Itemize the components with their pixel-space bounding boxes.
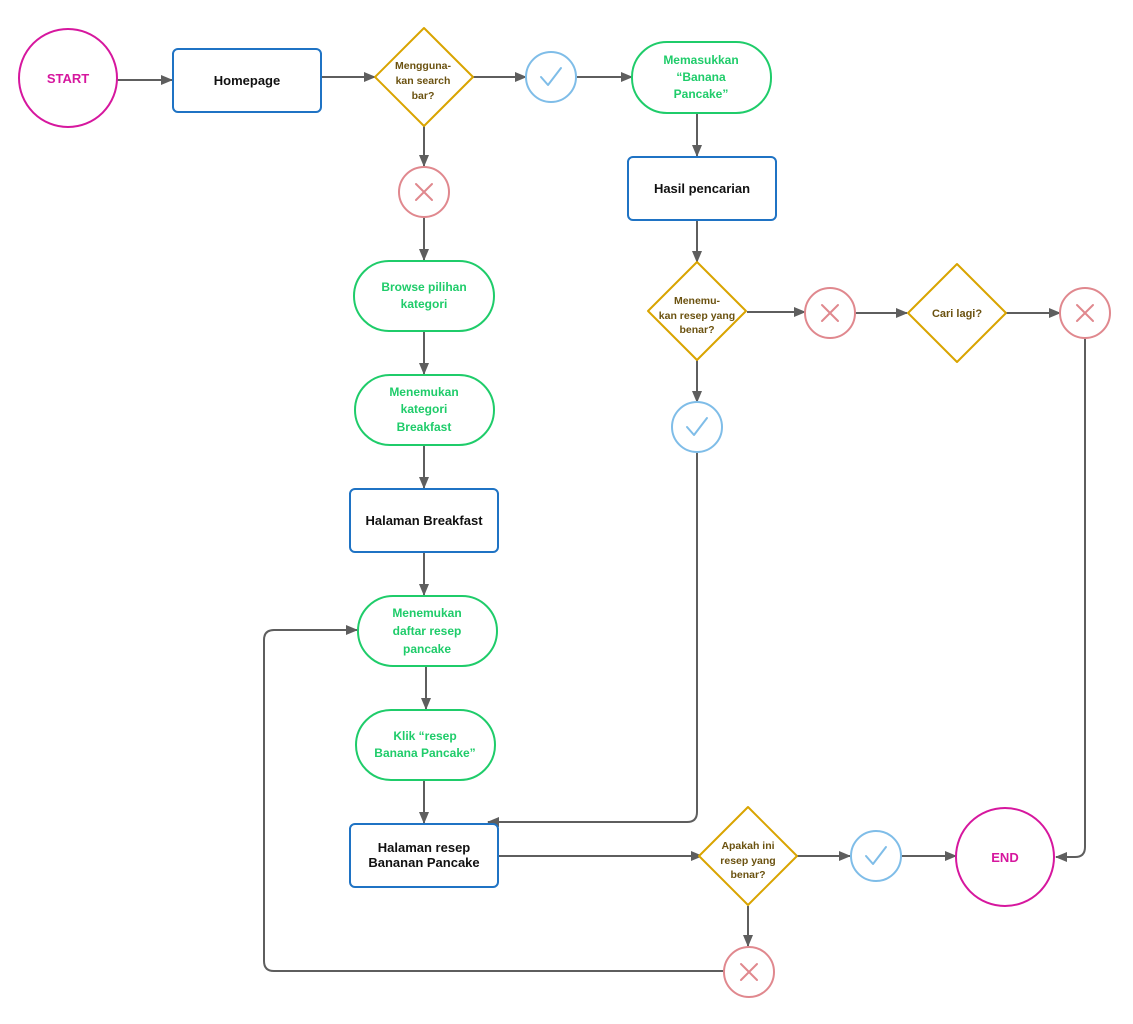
search-results-box: Hasil pencarian	[627, 156, 777, 221]
recipe-page-box: Halaman resep Bananan Pancake	[349, 823, 499, 888]
cross-icon	[398, 166, 450, 218]
connectors	[117, 72, 1086, 972]
browse-category-label-line-2: kategori	[401, 297, 448, 311]
use-search-label-line-1: Mengguna-	[395, 60, 451, 72]
correct-recipe-label-line-1: Apakah ini	[721, 840, 774, 852]
homepage-box: Homepage	[172, 48, 322, 113]
enter-query-label-line-3: Pancake”	[674, 87, 729, 101]
find-breakfast-label-line-2: kategori	[401, 402, 448, 416]
find-pancake-list-node: Menemukan daftar resep pancake	[357, 595, 498, 667]
correct-recipe-label-line-2: resep yang	[720, 855, 775, 867]
breakfast-page-box: Halaman Breakfast	[349, 488, 499, 553]
search-results-label: Hasil pencarian	[654, 181, 750, 196]
search-again-label: Cari lagi?	[932, 308, 982, 320]
find-pancake-list-label-line-1: Menemukan	[392, 606, 461, 620]
find-pancake-list-label-line-2: daftar resep	[393, 624, 462, 638]
use-search-label-line-3: bar?	[412, 90, 435, 102]
enter-query-node: Memasukkan “Banana Pancake”	[631, 41, 772, 114]
find-pancake-list-label-line-3: pancake	[403, 642, 451, 656]
start-node: START	[18, 28, 118, 128]
find-breakfast-node: Menemukan kategori Breakfast	[354, 374, 495, 446]
start-label: START	[47, 71, 89, 86]
click-recipe-label-line-2: Banana Pancake”	[374, 746, 475, 760]
found-recipe-label-line-2: kan resep yang	[659, 310, 735, 322]
edge-search-again-no-to-end	[1055, 338, 1086, 862]
click-recipe-node: Klik “resep Banana Pancake”	[355, 709, 496, 781]
end-label: END	[991, 850, 1018, 865]
correct-recipe-decision: Apakah ini resep yang benar?	[698, 806, 798, 906]
correct-recipe-label-line-3: benar?	[730, 869, 765, 881]
check-icon	[671, 401, 723, 453]
recipe-page-label-line-2: Bananan Pancake	[368, 855, 479, 870]
enter-query-label-line-2: “Banana	[676, 70, 726, 84]
recipe-page-label-line-1: Halaman resep	[378, 840, 471, 855]
use-search-label-line-2: kan search	[396, 75, 451, 87]
enter-query-label-line-1: Memasukkan	[663, 53, 738, 67]
found-recipe-label-line-1: Menemu-	[674, 295, 721, 307]
use-search-decision: Mengguna- kan search bar?	[374, 27, 474, 127]
edge-found-yes-to-recipe-page	[487, 452, 698, 827]
homepage-label: Homepage	[214, 73, 280, 88]
breakfast-page-label: Halaman Breakfast	[365, 513, 483, 528]
found-recipe-decision: Menemu- kan resep yang benar?	[647, 261, 747, 361]
click-recipe-label-line-1: Klik “resep	[393, 729, 456, 743]
found-recipe-label-line-3: benar?	[679, 324, 714, 336]
find-breakfast-label-line-3: Breakfast	[397, 420, 452, 434]
search-again-decision: Cari lagi?	[907, 263, 1007, 363]
find-breakfast-label-line-1: Menemukan	[389, 385, 458, 399]
check-icon	[525, 51, 577, 103]
browse-category-node: Browse pilihan kategori	[353, 260, 495, 332]
end-node: END	[955, 807, 1055, 907]
cross-icon	[723, 946, 775, 998]
browse-category-label-line-1: Browse pilihan	[381, 280, 466, 294]
cross-icon	[804, 287, 856, 339]
cross-icon	[1059, 287, 1111, 339]
edge-no-loop-back	[263, 625, 724, 972]
check-icon	[850, 830, 902, 882]
